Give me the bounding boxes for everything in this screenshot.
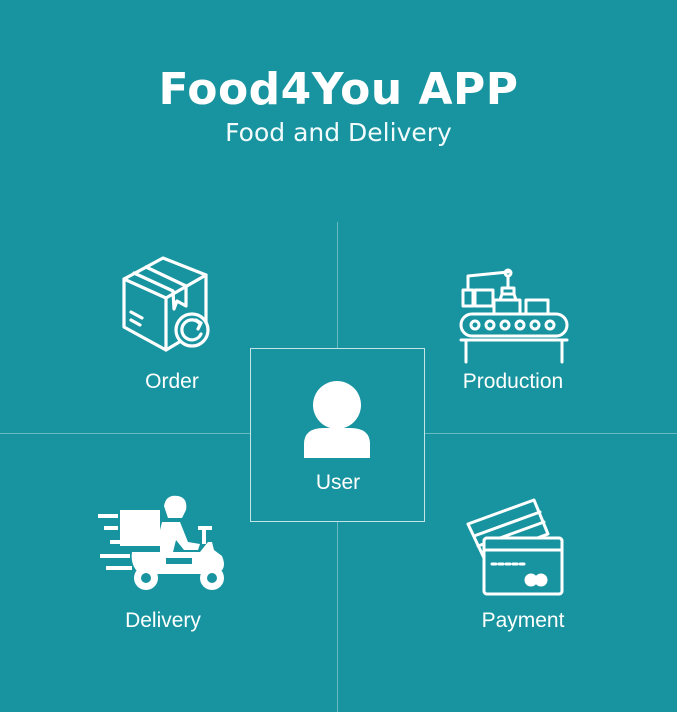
delivery-label: Delivery [125, 609, 201, 632]
package-box-icon [122, 256, 210, 352]
divider-vertical-bottom [337, 522, 338, 712]
user-label: User [315, 471, 361, 494]
order-label: Order [145, 370, 199, 393]
app-title: Food4You APP [158, 64, 519, 115]
production-label: Production [462, 370, 564, 393]
divider-vertical-top [337, 222, 338, 348]
user-icon [304, 381, 370, 458]
delivery-scooter-icon [98, 495, 224, 590]
conveyor-robot-arm-icon [459, 268, 569, 364]
payment-label: Payment [481, 609, 565, 632]
app-subtitle: Food and Delivery [225, 118, 452, 147]
user-box [250, 348, 425, 522]
divider-horizontal-left [0, 433, 250, 434]
divider-horizontal-right [425, 433, 677, 434]
credit-cards-icon [466, 498, 564, 596]
